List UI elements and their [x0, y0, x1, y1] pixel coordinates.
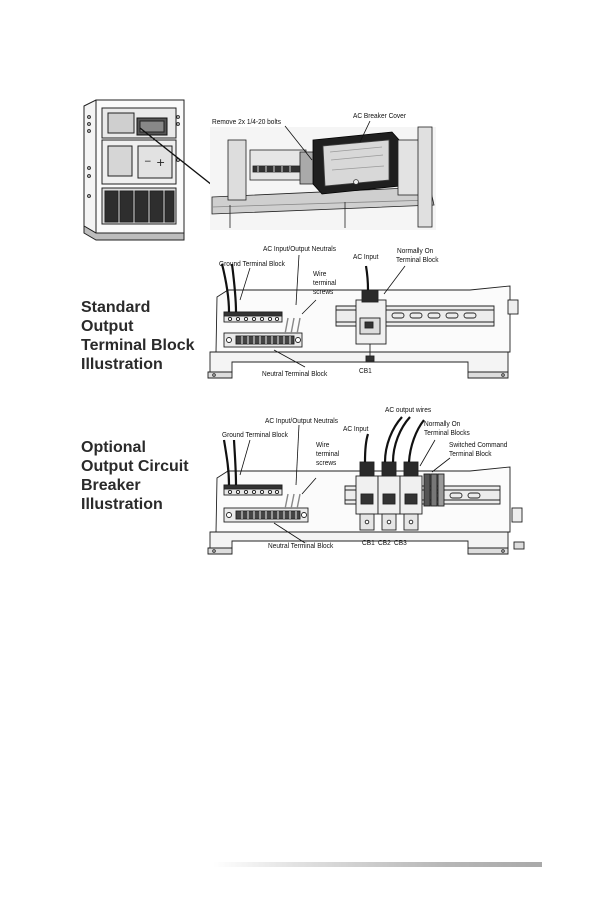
cb2-label: CB2	[378, 538, 391, 547]
standard-heading-line-3: Terminal Block	[81, 337, 195, 354]
switched-command-label-2: Terminal Block	[449, 449, 492, 458]
svg-text:−: −	[144, 157, 152, 167]
optional-breaker-assembly	[207, 416, 525, 555]
normally-on-label-1: Normally On	[397, 246, 434, 255]
opt-ground-block-label: Ground Terminal Block	[222, 430, 288, 439]
opt-wire-screws-label-2: terminal	[316, 449, 340, 458]
switched-command-label-1: Switched Command	[449, 440, 508, 449]
opt-ac-neutrals-label: AC Input/Output Neutrals	[265, 416, 338, 425]
bolts-leader	[284, 125, 313, 161]
cabinet-drawing: − +	[83, 99, 185, 241]
wire-screws-label-1: Wire	[313, 269, 327, 278]
ground-block-label: Ground Terminal Block	[219, 259, 285, 268]
opt-normally-on-label-2: Terminal Blocks	[424, 428, 470, 437]
opt-wire-screws-label-3: screws	[316, 458, 337, 467]
standard-heading-line-2: Output	[81, 318, 134, 335]
ac-input-label: AC Input	[353, 252, 379, 261]
ac-neutrals-label: AC Input/Output Neutrals	[263, 244, 336, 253]
pointer-line	[139, 127, 213, 186]
normally-on-label-2: Terminal Block	[396, 255, 439, 264]
cb1-label: CB1	[359, 366, 372, 375]
standard-heading-line-4: Illustration	[81, 356, 163, 373]
standard-heading-line-1: Standard	[81, 299, 151, 316]
cb3-label: CB3	[394, 538, 407, 547]
opt-neutral-block-label: Neutral Terminal Block	[268, 541, 334, 550]
wire-screws-label-2: terminal	[313, 278, 337, 287]
standard-leaders	[239, 254, 406, 368]
optional-heading-line-3: Breaker	[81, 477, 141, 494]
ac-output-wires-label: AC output wires	[385, 405, 432, 414]
optional-heading-line-1: Optional	[81, 439, 146, 456]
optional-heading-line-2: Output Circuit	[81, 458, 189, 475]
cb1-opt-label: CB1	[362, 538, 375, 547]
cover-leader	[359, 120, 371, 143]
remove-bolts-label: Remove 2x 1/4-20 bolts	[212, 117, 281, 126]
optional-heading-line-4: Illustration	[81, 496, 163, 513]
standard-terminal-assembly	[207, 263, 519, 379]
opt-normally-on-label-1: Normally On	[424, 419, 461, 428]
footer-gradient-bar	[213, 862, 542, 867]
neutral-block-label: Neutral Terminal Block	[262, 369, 328, 378]
breaker-cover-photo	[210, 126, 436, 230]
opt-wire-screws-label-1: Wire	[316, 440, 330, 449]
opt-ac-input-label: AC Input	[343, 424, 369, 433]
breaker-cover-label: AC Breaker Cover	[353, 111, 406, 120]
wire-screws-label-3: screws	[313, 287, 334, 296]
optional-leaders	[239, 424, 451, 544]
svg-text:+: +	[156, 156, 165, 169]
